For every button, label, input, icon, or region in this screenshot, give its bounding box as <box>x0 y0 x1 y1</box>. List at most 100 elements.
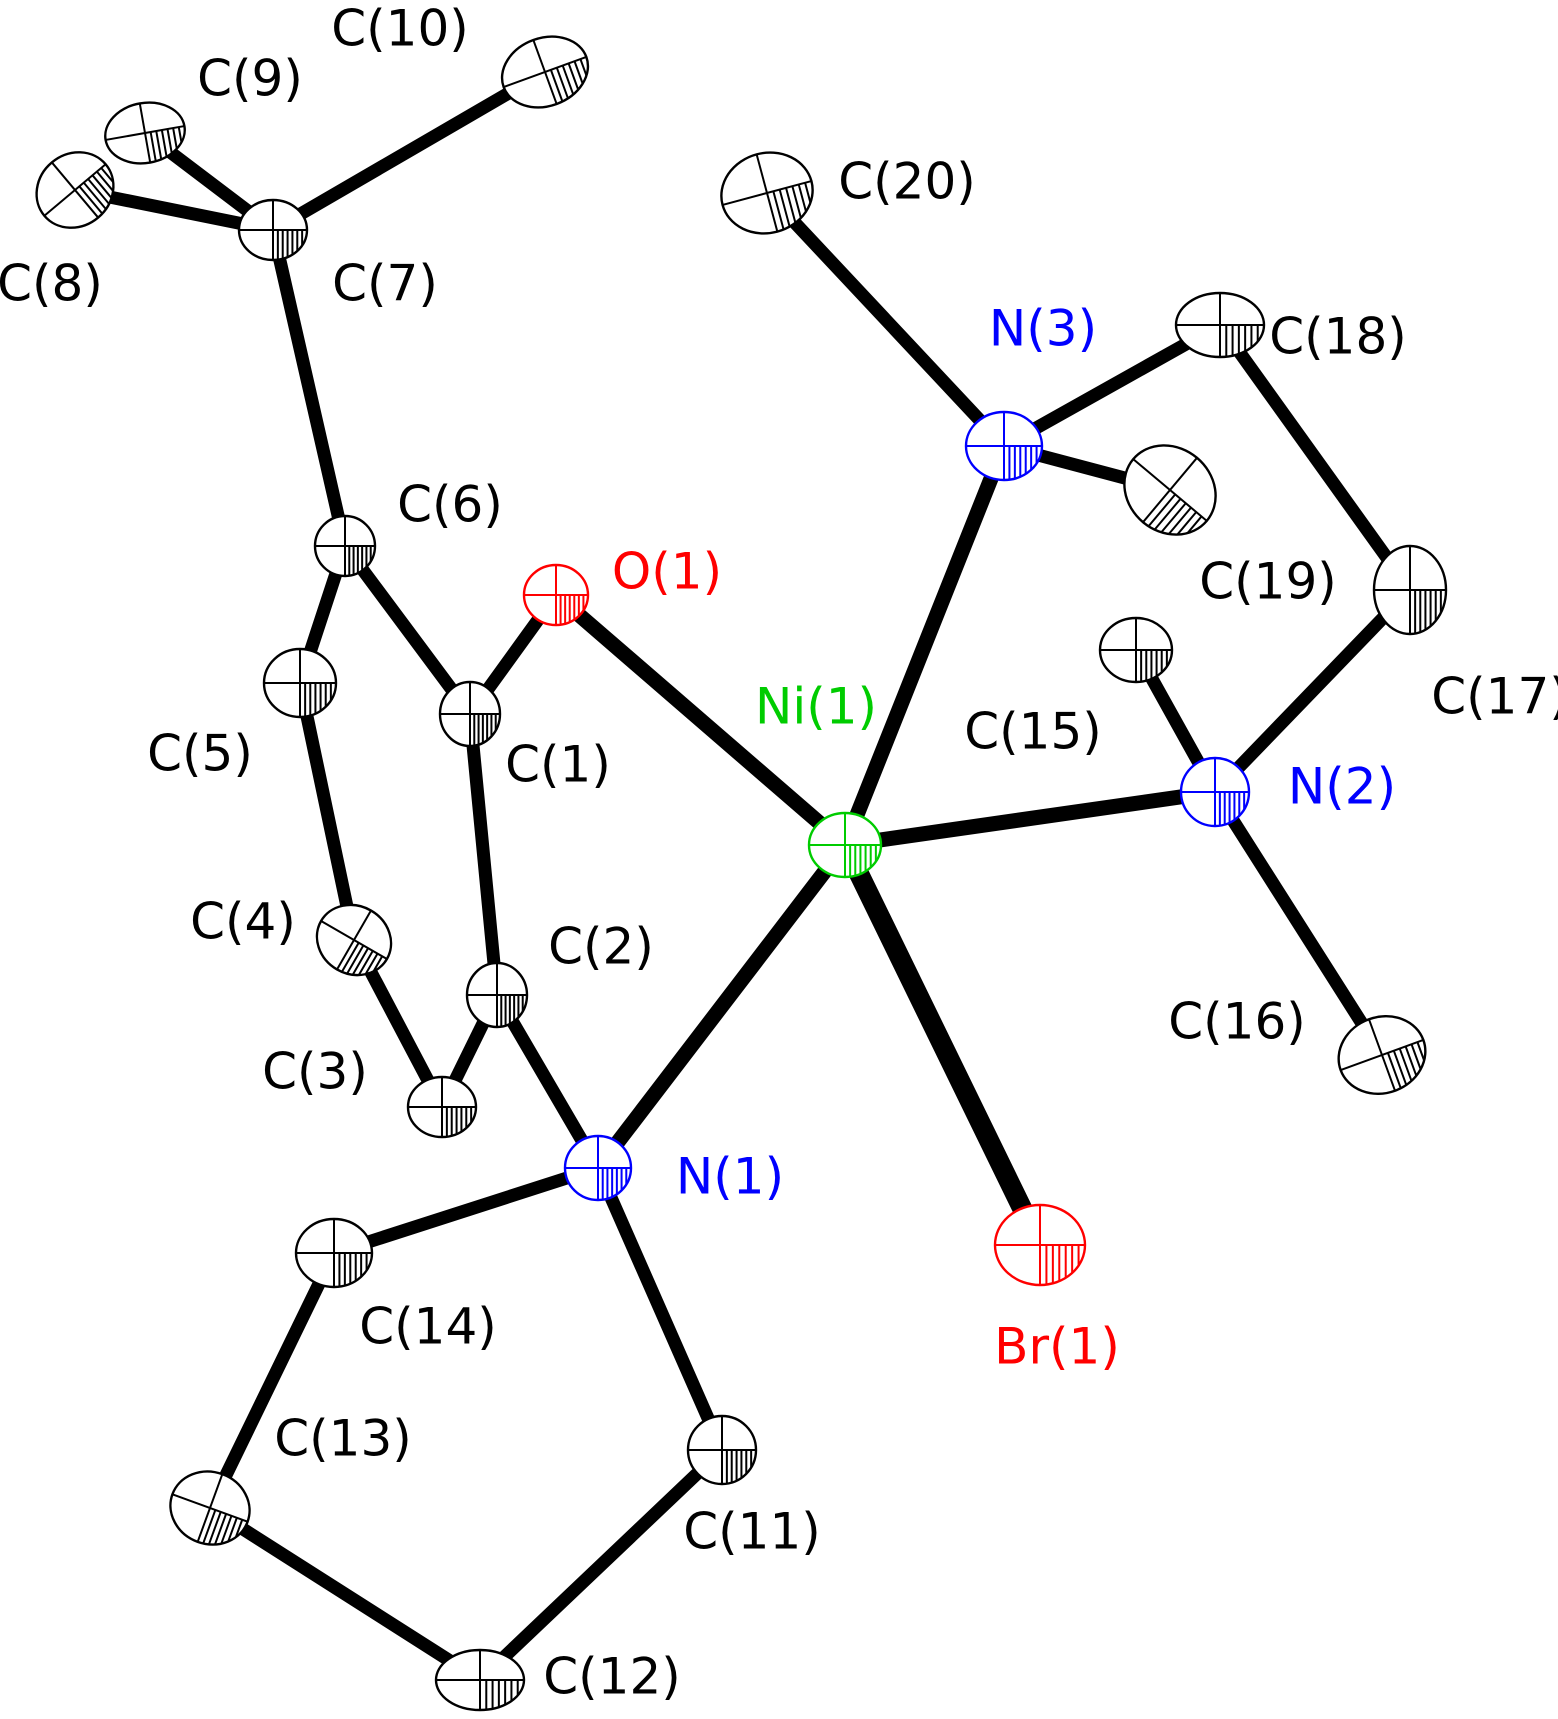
label-c9: C(9) <box>197 50 303 108</box>
label-o1: O(1) <box>612 543 722 601</box>
ellipsoid-hatch <box>172 127 178 149</box>
label-n3: N(3) <box>989 300 1097 358</box>
ellipsoid-hatch <box>364 953 379 975</box>
ellipsoid-hatch <box>227 1517 238 1542</box>
ellipsoid-hatch <box>166 128 173 154</box>
bond-n3-ni1 <box>837 438 1012 853</box>
ellipsoid-hatch <box>82 182 107 210</box>
label-c6: C(6) <box>397 476 503 534</box>
ellipsoid-axis <box>51 161 99 219</box>
ellipsoid-axis <box>532 39 558 105</box>
ellipsoid-hatch <box>1404 1046 1418 1077</box>
label-c17: C(17) <box>1431 668 1558 726</box>
ellipsoid-hatch <box>1153 498 1182 531</box>
ellipsoid-hatch <box>149 131 157 162</box>
bond-c7-c10 <box>266 65 552 237</box>
bond-n2-c16 <box>1208 785 1389 1062</box>
ellipsoid-axis <box>755 154 779 232</box>
ellipsoid-axis <box>1142 457 1198 523</box>
bond-o1-ni1 <box>548 587 853 853</box>
label-c12: C(12) <box>543 1648 681 1706</box>
bond-c5-c4 <box>293 676 361 947</box>
ellipsoid-hatch <box>87 178 110 205</box>
atom-br1 <box>993 1203 1087 1287</box>
ellipsoid-axis <box>336 910 372 970</box>
bond-c18-c17 <box>1213 318 1417 597</box>
ellipsoid-hatch <box>549 69 564 102</box>
bond-c13-c12 <box>203 1501 487 1687</box>
ellipsoid-hatch <box>573 60 584 84</box>
ellipsoid-hatch <box>214 1513 228 1545</box>
atom-c19 <box>1123 444 1217 536</box>
atom-layer <box>35 35 1448 1712</box>
bond-br1-ni1 <box>835 835 1050 1255</box>
atom-c12 <box>434 1648 526 1712</box>
label-c7: C(7) <box>332 255 438 313</box>
bond-c6-c1 <box>338 539 477 721</box>
atom-c18 <box>1174 291 1266 359</box>
ellipsoid-hatch <box>1147 493 1177 527</box>
bond-c14-c13 <box>203 1246 341 1515</box>
label-ni1: Ni(1) <box>755 678 877 736</box>
label-c10: C(10) <box>331 0 469 58</box>
atom-o1 <box>522 563 590 627</box>
atom-c15 <box>1098 616 1174 684</box>
atom-c14 <box>294 1217 374 1289</box>
ellipsoid-hatch <box>202 1509 217 1544</box>
ellipsoid-hatch <box>555 67 569 99</box>
atom-c11 <box>686 1414 758 1486</box>
ellipsoid-axis <box>138 103 152 163</box>
atom-c13 <box>169 1470 251 1546</box>
ellipsoid-hatch <box>1176 511 1198 536</box>
label-c1: C(1) <box>505 736 611 794</box>
bond-n3-c18 <box>997 318 1227 453</box>
ellipsoid-hatch <box>785 187 797 224</box>
atom-c20 <box>720 151 814 235</box>
atom-c2 <box>465 961 529 1029</box>
ellipsoid-hatch <box>1168 506 1192 535</box>
atom-c4 <box>315 903 393 977</box>
label-c8: C(8) <box>0 255 103 313</box>
ellipsoid-hatch <box>1398 1048 1413 1082</box>
atom-c9 <box>104 101 186 165</box>
ellipsoid-hatch <box>341 942 360 973</box>
bond-c7-c6 <box>266 223 352 553</box>
label-c16: C(16) <box>1168 993 1306 1051</box>
ellipsoid-hatch <box>1160 502 1187 533</box>
ellipsoid-hatch <box>772 191 785 230</box>
label-c20: C(20) <box>838 153 976 211</box>
bond-n2-ni1 <box>837 784 1223 853</box>
bond-n1-c14 <box>327 1161 605 1260</box>
bond-c17-n2 <box>1208 583 1417 799</box>
ellipsoid-hatch <box>567 63 580 90</box>
ellipsoid-hatch <box>220 1515 233 1544</box>
ellipsoid-hatch <box>804 182 812 203</box>
bond-c12-c11 <box>473 1443 729 1687</box>
ellipsoid-hatch <box>797 184 807 212</box>
atom-c16 <box>1337 1015 1427 1095</box>
atom-c17 <box>1372 544 1448 636</box>
label-c11: C(11) <box>683 1503 821 1561</box>
label-n1: N(1) <box>676 1148 784 1206</box>
ellipsoid-hatch <box>96 170 114 192</box>
ellipsoid-hatch <box>561 65 575 95</box>
ellipsoid-axis <box>196 1473 224 1543</box>
ellipsoid-hatch <box>177 126 183 143</box>
atom-n2 <box>1179 756 1251 828</box>
ellipsoid-hatch <box>1386 1052 1402 1089</box>
label-br1: Br(1) <box>994 1318 1120 1376</box>
label-c19: C(19) <box>1199 553 1337 611</box>
atom-c7 <box>237 198 309 262</box>
ellipsoid-hatch <box>346 944 365 975</box>
ellipsoid-hatch <box>1410 1043 1422 1070</box>
ellipsoid-hatch <box>791 185 802 219</box>
ellipsoid-hatch <box>78 185 104 215</box>
ellipsoid-hatch <box>1186 515 1203 534</box>
atom-c8 <box>35 151 115 229</box>
bond-n1-ni1 <box>590 837 853 1176</box>
label-c18: C(18) <box>1269 308 1407 366</box>
atom-c5 <box>262 647 338 719</box>
bond-n1-c11 <box>591 1161 729 1457</box>
atom-c6 <box>313 514 377 578</box>
